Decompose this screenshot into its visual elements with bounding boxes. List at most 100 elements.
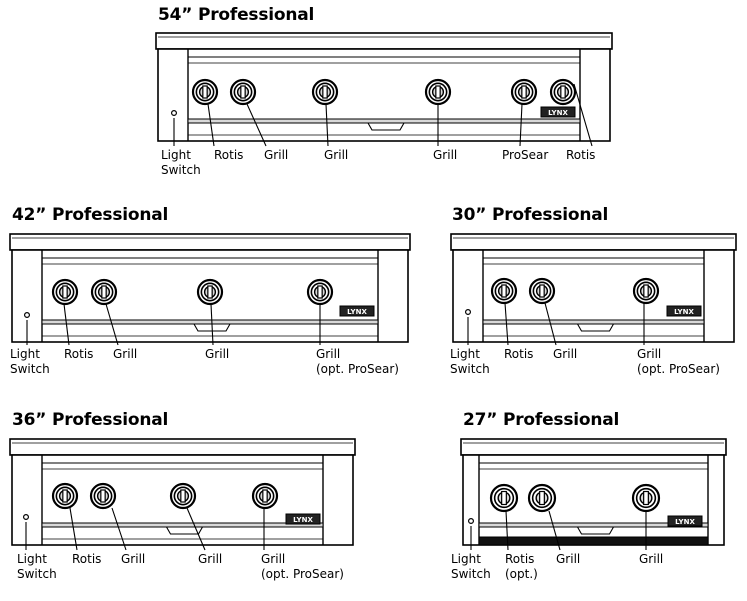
label-30-grill-2: Grill <box>637 347 662 361</box>
g27-logo-text: LYNX <box>675 518 695 526</box>
g30-knob-2-grip <box>539 284 545 298</box>
g42-light-switch <box>24 312 31 319</box>
label-30-switch: Switch <box>450 362 490 376</box>
g30-knob-1-grip <box>501 284 507 298</box>
g42-knob-3-grip <box>207 285 213 299</box>
label-42-grill-1: Grill <box>113 347 138 361</box>
g27-knob-3-grip <box>643 490 649 506</box>
g36-light-switch <box>23 513 30 520</box>
label-27-switch: Switch <box>451 567 491 581</box>
label-42-opt-prosear: (opt. ProSear) <box>316 362 399 376</box>
g54-leader-3 <box>246 103 267 147</box>
g27-dark-base <box>478 536 709 546</box>
g54-logo <box>540 106 576 118</box>
label-27-opt: (opt.) <box>505 567 538 581</box>
g27-leader-3 <box>548 510 561 551</box>
g54-light-switch <box>171 109 178 116</box>
g54-knob-1-grip <box>202 85 208 99</box>
title-30-professional: 30” Professional <box>452 205 609 225</box>
g42-leader-4 <box>210 303 214 346</box>
label-36-grill-1: Grill <box>121 552 146 566</box>
g54-leader-7 <box>573 83 593 147</box>
g30-logo-text: LYNX <box>674 308 694 316</box>
g36-knob-2-grip <box>100 489 106 503</box>
g36-knob-4-grip <box>262 489 268 503</box>
g36-knob-1-ring <box>55 486 75 506</box>
g30-lid <box>450 233 737 251</box>
g36-leader-4 <box>186 507 206 551</box>
g36-knob-2-ring <box>93 486 113 506</box>
title-54-professional: 54” Professional <box>158 5 315 25</box>
label-54-grill-3: Grill <box>433 148 458 162</box>
title-27-professional: 27” Professional <box>463 410 620 430</box>
g54-knob-2-grip <box>240 85 246 99</box>
g27-knob-1-grip <box>501 490 507 506</box>
label-42-rotis: Rotis <box>64 347 94 361</box>
g54-tray-notch <box>367 122 405 131</box>
label-30-opt-prosear: (opt. ProSear) <box>637 362 720 376</box>
g42-knob-1-grip <box>62 285 68 299</box>
g27-rail-bottom <box>478 522 709 528</box>
g54-knob-3-ring <box>315 82 335 102</box>
label-30-grill-1: Grill <box>553 347 578 361</box>
label-54-rotis-2: Rotis <box>566 148 596 162</box>
label-54-rotis: Rotis <box>214 148 244 162</box>
label-42-grill-2: Grill <box>205 347 230 361</box>
label-36-grill-3: Grill <box>261 552 286 566</box>
label-36-switch: Switch <box>17 567 57 581</box>
g30-leader-2 <box>504 302 509 346</box>
g36-knob-3-grip <box>180 489 186 503</box>
g42-leader-2 <box>63 303 70 346</box>
g30-tray-notch <box>577 323 614 332</box>
g27-tray-notch <box>577 526 614 535</box>
g42-knob-4-ring <box>310 282 330 302</box>
g30-knob-3-ring <box>636 281 656 301</box>
g54-leader-2 <box>207 103 215 147</box>
title-36-professional: 36” Professional <box>12 410 169 430</box>
g30-logo <box>666 305 702 317</box>
g54-knob-3-grip <box>322 85 328 99</box>
g42-knob-3-ring <box>200 282 220 302</box>
g36-leader-2 <box>69 507 78 551</box>
g42-knob-1-ring <box>55 282 75 302</box>
label-27-grill-1: Grill <box>556 552 581 566</box>
g54-lid <box>155 32 613 50</box>
g27-knob-2-ring <box>531 487 553 509</box>
g42-knob-2-ring <box>94 282 114 302</box>
label-54-prosear: ProSear <box>502 148 549 162</box>
g30-light-switch <box>465 309 472 316</box>
label-54-grill-2: Grill <box>324 148 349 162</box>
g54-leader-4 <box>325 103 329 147</box>
title-42-professional: 42” Professional <box>12 205 169 225</box>
label-54-grill-1: Grill <box>264 148 289 162</box>
label-36-rotis: Rotis <box>72 552 102 566</box>
g27-lid <box>460 438 727 456</box>
label-42-switch: Switch <box>10 362 50 376</box>
g42-knob-4-grip <box>317 285 323 299</box>
label-27-light: Light <box>451 552 481 566</box>
label-42-grill-3: Grill <box>316 347 341 361</box>
label-30-light: Light <box>450 347 480 361</box>
g42-lid <box>9 233 411 251</box>
g54-knob-2-ring <box>233 82 253 102</box>
g30-knob-1-ring <box>494 281 514 301</box>
g54-knob-6-grip <box>560 85 566 99</box>
g54-knob-1-ring <box>195 82 215 102</box>
g27-logo <box>667 515 703 527</box>
g36-leader-3 <box>111 507 127 551</box>
g42-logo <box>339 305 375 317</box>
label-36-light: Light <box>17 552 47 566</box>
g30-leader-3 <box>544 302 557 346</box>
g42-rail-bottom <box>41 319 379 325</box>
label-30-rotis: Rotis <box>504 347 534 361</box>
g36-knob-1-grip <box>62 489 68 503</box>
g30-rail-bottom <box>482 319 705 325</box>
g42-knob-2-grip <box>101 285 107 299</box>
g36-logo <box>285 513 321 525</box>
g54-leader-6 <box>519 103 523 147</box>
label-27-grill-2: Grill <box>639 552 664 566</box>
g54-knob-4-grip <box>435 85 441 99</box>
g54-knob-5-grip <box>521 85 527 99</box>
g54-logo-text: LYNX <box>548 109 568 117</box>
